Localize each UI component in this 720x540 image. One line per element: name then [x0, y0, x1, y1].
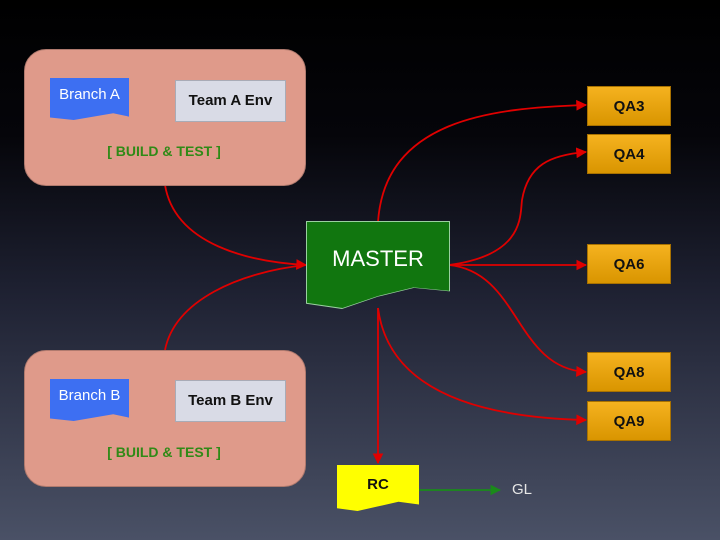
qa9-node[interactable]: QA9	[587, 401, 671, 441]
master-to-qa3-arrow	[377, 99, 588, 223]
qa8-node[interactable]: QA8	[587, 352, 671, 392]
group-a-to-master-arrow	[164, 184, 308, 270]
branch-b[interactable]: Branch B	[50, 379, 129, 421]
qa4-node[interactable]: QA4	[587, 134, 671, 174]
group-b-to-master-line	[164, 264, 307, 351]
build-test-label-b: [ BUILD & TEST ]	[107, 444, 221, 460]
master-to-qa9-arrow	[377, 307, 588, 426]
branch-a[interactable]: Branch A	[50, 78, 129, 120]
gl-label: GL	[512, 481, 533, 498]
master-to-qa4-arrow	[448, 147, 588, 266]
master-to-qa8-arrow	[448, 264, 588, 377]
build-test-label-a: [ BUILD & TEST ]	[107, 143, 221, 159]
qa3-node[interactable]: QA3	[587, 86, 671, 126]
team-b-env[interactable]: Team B Env	[175, 380, 286, 422]
team-a-env[interactable]: Team A Env	[175, 80, 286, 122]
qa6-node[interactable]: QA6	[587, 244, 671, 284]
